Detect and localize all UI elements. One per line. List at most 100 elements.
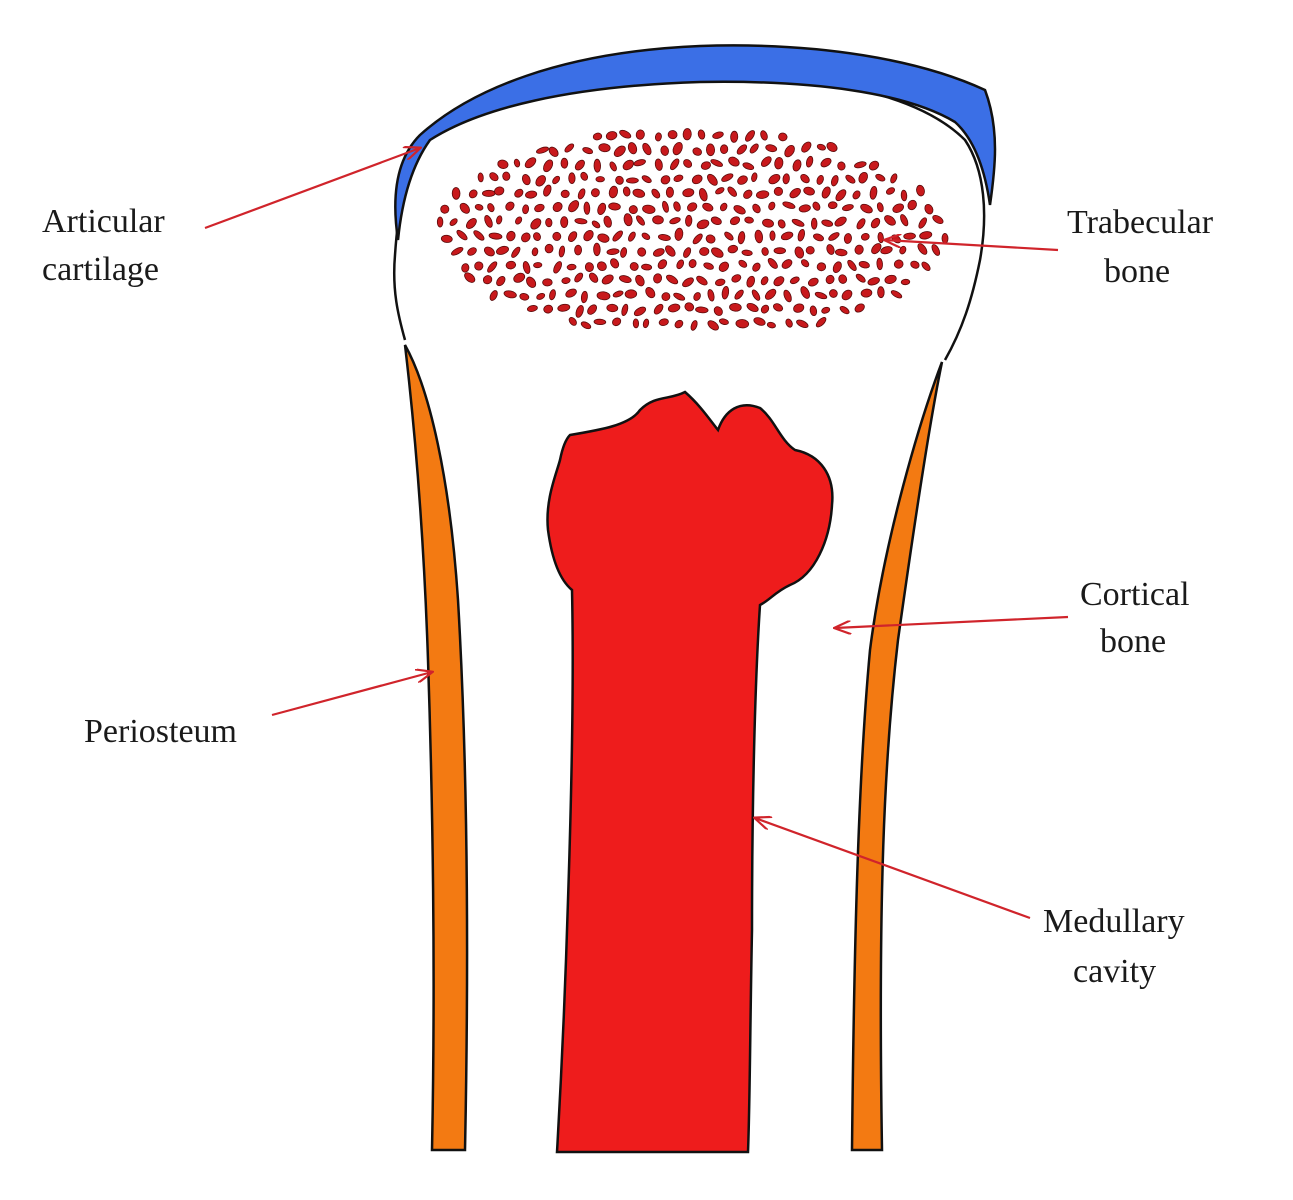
trabecula-dot — [662, 200, 669, 213]
trabecula-dot — [792, 159, 802, 172]
trabecula-dot — [856, 218, 866, 230]
trabecula-dot — [628, 205, 638, 215]
trabecula-dot — [506, 230, 516, 242]
trabecula-dot — [798, 204, 811, 213]
trabecula-dot — [778, 132, 788, 142]
trabecula-dot — [542, 278, 553, 287]
trabecula-dot — [666, 274, 679, 285]
trabecular-bone-pattern — [436, 128, 949, 331]
trabecula-dot — [745, 130, 755, 142]
trabecula-dot — [633, 306, 647, 317]
trabecula-dot — [710, 159, 723, 167]
trabecula-dot — [899, 245, 907, 255]
trabecula-dot — [635, 274, 645, 287]
trabecula-dot — [596, 291, 611, 301]
label-trabecular-bone-line2: bone — [1104, 253, 1170, 290]
trabecula-dot — [875, 173, 886, 182]
trabecula-dot — [561, 277, 571, 284]
trabecula-dot — [890, 290, 903, 299]
trabecula-dot — [553, 261, 562, 274]
trabecula-dot — [820, 157, 832, 168]
trabecula-dot — [609, 161, 617, 172]
trabecula-dot — [854, 161, 867, 169]
trabecula-dot — [715, 187, 725, 195]
trabecula-dot — [812, 201, 821, 211]
trabecula-dot — [587, 304, 598, 315]
trabecula-dot — [641, 263, 653, 271]
trabecula-dot — [482, 275, 493, 285]
periosteum-left — [403, 344, 469, 1152]
trabecula-dot — [549, 289, 556, 301]
trabecula-dot — [705, 143, 716, 157]
trabecula-dot — [860, 233, 870, 241]
trabecula-dot — [813, 233, 824, 242]
trabecula-dot — [737, 231, 746, 245]
trabecula-dot — [590, 188, 600, 198]
trabecula-dot — [502, 171, 511, 181]
trabecula-dot — [633, 159, 646, 167]
trabecula-dot — [764, 288, 777, 300]
trabecula-dot — [622, 186, 631, 197]
trabecula-dot — [692, 233, 703, 245]
trabecula-dot — [893, 259, 904, 269]
trabecula-dot — [624, 289, 638, 299]
trabecula-dot — [601, 274, 614, 285]
trabecula-dot — [489, 172, 499, 182]
trabecula-dot — [474, 261, 484, 271]
trabecula-dot — [736, 144, 748, 155]
trabecula-dot — [489, 290, 498, 301]
trabecula-dot — [714, 278, 726, 287]
trabecula-dot — [522, 204, 530, 215]
trabecula-dot — [760, 156, 772, 167]
trabecula-dot — [773, 276, 785, 287]
trabecula-dot — [654, 132, 662, 142]
trabecula-dot — [718, 261, 730, 272]
trabecula-dot — [713, 306, 723, 316]
trabecula-dot — [789, 276, 800, 285]
trabecula-dot — [697, 129, 706, 140]
trabecula-dot — [780, 231, 794, 241]
trabecula-dot — [583, 230, 594, 242]
trabecula-dot — [566, 263, 577, 271]
trabecula-dot — [588, 272, 599, 283]
trabecula-dot — [684, 302, 695, 312]
trabecula-dot — [702, 202, 714, 212]
trabecula-dot — [782, 173, 790, 185]
trabecula-dot — [473, 230, 485, 241]
trabecula-dot — [816, 262, 827, 272]
trabecula-dot — [606, 248, 620, 255]
trabecula-dot — [642, 204, 656, 214]
trabecula-dot — [852, 190, 861, 200]
trabecula-dot — [526, 276, 537, 288]
trabecula-dot — [657, 259, 668, 270]
trabecula-dot — [593, 158, 602, 173]
trabecula-dot — [597, 202, 607, 215]
trabecula-dot — [628, 231, 636, 242]
trabecula-dot — [484, 215, 493, 228]
trabecula-dot — [734, 289, 744, 300]
trabecula-dot — [932, 214, 944, 225]
trabecula-dot — [821, 219, 834, 227]
trabecula-dot — [773, 186, 783, 196]
trabecula-dot — [855, 273, 866, 283]
trabecula-dot — [577, 188, 586, 200]
trabecula-dot — [652, 248, 665, 257]
label-articular-cartilage-line1: Articular — [42, 203, 165, 240]
trabecula-dot — [793, 303, 805, 313]
trabecula-dot — [876, 202, 884, 213]
arrow-periosteum — [271, 672, 432, 717]
trabecula-dot — [703, 262, 714, 270]
trabecula-dot — [626, 177, 639, 184]
trabecula-dot — [737, 175, 748, 185]
trabecula-dot — [731, 274, 742, 283]
trabecula-dot — [696, 275, 708, 286]
trabecula-dot — [834, 216, 847, 227]
trabecula-dot — [591, 220, 601, 229]
trabecula-dot — [593, 242, 601, 257]
trabecula-dot — [801, 141, 812, 153]
trabecula-dot — [612, 290, 624, 298]
trabecula-dot — [524, 157, 537, 169]
trabecula-dot — [496, 245, 509, 255]
trabecula-dot — [769, 230, 776, 241]
